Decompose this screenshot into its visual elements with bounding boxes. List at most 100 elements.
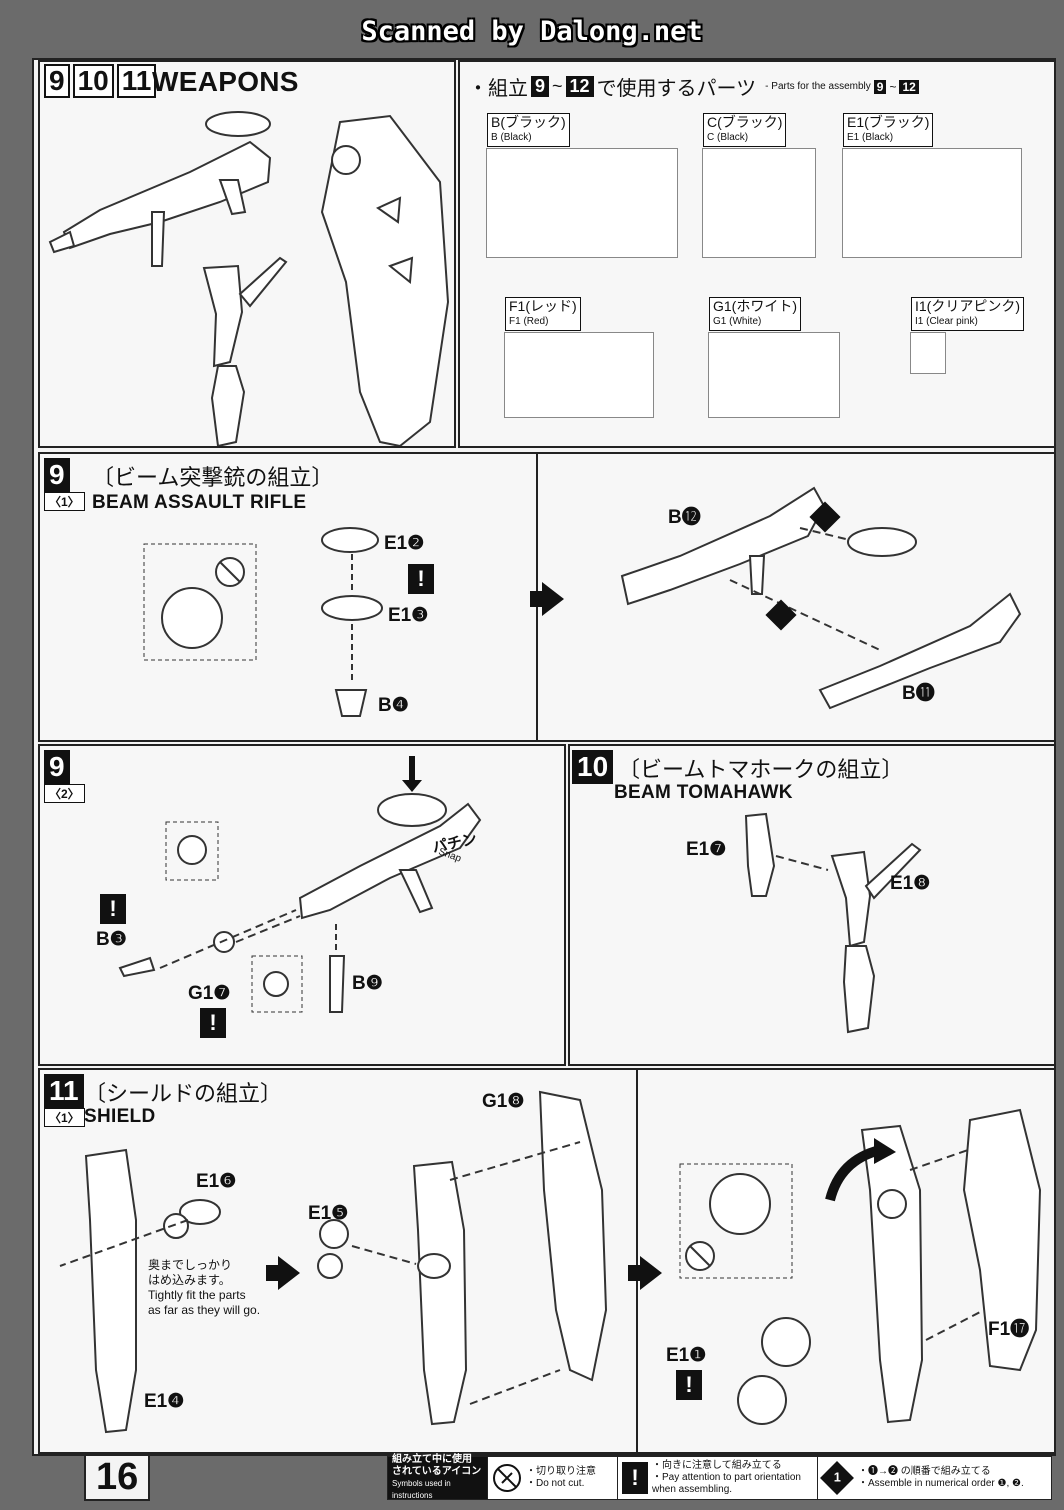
warning-icon: ! [100,894,126,924]
legend-text-en: ・Do not cut. [526,1478,585,1489]
step9-title-en: BEAM ASSAULT RIFLE [92,492,307,513]
parts-title-en: - Parts for the assembly [765,81,871,92]
legend-text-en: ・Assemble in numerical order ❶, ❷. [858,1478,1024,1489]
page-number: 16 [84,1456,151,1501]
legend-heading-jp: 組み立て中に使用 [392,1454,472,1465]
part-label: E1❹ [144,1391,185,1412]
part-label: E1❷ [384,533,425,554]
runner-label: C(ブラック) [707,114,783,130]
legend-text-jp: ・向きに注意して組み立てる [652,1460,782,1471]
runner-sublabel: C (Black) [707,132,749,143]
step-number: 9 [44,458,70,492]
part-label: E1❶ [666,1345,707,1366]
weapons-panel: 9 10 11 WEAPONS [38,60,456,448]
symbol-legend: 組み立て中に使用 されているアイコン Symbols used in instr… [387,1454,1052,1500]
runner-label: G1(ホワイト) [713,298,797,314]
note-en: as far as they will go. [148,1303,261,1317]
runner-b: B(ブラック) B (Black) [486,113,678,258]
part-label: B❾ [352,973,383,994]
no-cut-icon [493,1464,521,1492]
parts-list-title: ・組立 9 ~ 12 で使用するパーツ - Parts for the asse… [468,72,919,101]
step-arrow [266,1256,300,1290]
parts-list-panel: ・組立 9 ~ 12 で使用するパーツ - Parts for the asse… [458,60,1056,448]
footer: 16 組み立て中に使用 されているアイコン Symbols used in in… [32,1454,1056,1510]
legend-numerical-order: 1 ・❶→❷ の順番で組み立てる ・Assemble in numerical … [818,1457,1051,1499]
part-label: G1❽ [482,1091,525,1112]
runner-sublabel: G1 (White) [713,316,762,327]
part-label: E1❽ [890,873,931,894]
runner-label: I1(クリアピンク) [915,298,1020,314]
legend-heading-jp: されているアイコン [392,1466,482,1477]
step10-panel: 10 〔ビームトマホークの組立〕 BEAM TOMAHAWK E1❼ E1❽ [568,744,1056,1066]
step10-illustration [744,812,922,1034]
step11-1-panel: 11 〈1〉 〔シールドの組立〕 SHIELD [38,1068,1056,1454]
legend-text-en: when assembling. [652,1484,733,1495]
part-label: F1⓱ [988,1319,1030,1340]
warning-icon: ! [622,1462,648,1494]
step10-title-en: BEAM TOMAHAWK [614,782,793,803]
step10-title-jp: 〔ビームトマホークの組立〕 [618,758,904,783]
warning-icon: ! [676,1370,702,1400]
legend-orientation: ! ・向きに注意して組み立てる ・Pay attention to part o… [618,1457,818,1499]
substep-label: 〈1〉 [44,1108,85,1127]
step11-number: 11 [44,1074,84,1108]
note-jp: 奥までしっかり [148,1258,233,1272]
parts-range-end: 12 [565,76,594,97]
part-label: E1❺ [308,1203,349,1224]
step9-title-jp: 〔ビーム突撃銃の組立〕 [92,466,334,491]
parts-title-suffix: で使用するパーツ [596,76,757,100]
runner-i1: I1(クリアピンク)I1 (Clear pink) [910,297,1024,374]
step10-number: 10 [572,750,614,784]
rifle-illustration [48,111,450,446]
parts-range-tilde: ~ [552,76,563,96]
step-number: 10 [572,750,614,784]
legend-heading-en: Symbols used in instructions [392,1479,451,1500]
order-icon-number: 1 [833,1470,841,1485]
instruction-sheet: 9 10 11 WEAPONS [32,58,1056,1456]
scan-credit: Scanned by Dalong.net [361,15,703,47]
divider [636,1070,638,1452]
step11-title-jp: 〔シールドの組立〕 [84,1082,283,1107]
step9-2-illustration [118,756,482,1013]
legend-text-jp: ・❶→❷ の順番で組み立てる [858,1466,991,1477]
shield-illustration [320,114,450,446]
legend-text-en: ・Pay attention to part orientation [652,1472,801,1483]
part-label: G1❼ [188,983,231,1004]
substep-label: 〈2〉 [44,784,85,803]
step9-1-panel: 9 〈1〉 〔ビーム突撃銃の組立〕 BEAM ASSAULT RIFLE [38,452,1056,742]
step11-1-illustration [59,1090,1042,1434]
step-number: 11 [44,1074,84,1108]
step-arrow [530,582,564,616]
part-label: E1❼ [686,839,727,860]
substep-label: 〈1〉 [44,492,85,511]
part-label: B⓬ [668,507,701,528]
runner-g1: G1(ホワイト) G1 (White) [708,297,840,418]
runner-sublabel: F1 (Red) [509,316,549,327]
warning-icon: ! [200,1008,226,1038]
runner-f1: F1(レッド) F1 (Red) [504,297,654,418]
parts-range-start: 9 [531,76,550,97]
step9-2-number: 9 [44,750,70,784]
runner-label: B(ブラック) [491,114,566,130]
parts-range-tilde-en: ~ [889,79,897,94]
weapons-title: WEAPONS [152,66,299,97]
legend-do-not-cut: ・切り取り注意 ・Do not cut. [488,1457,618,1499]
step9-number: 9 [44,458,70,492]
part-label: B⓫ [902,683,935,704]
part-label: E1❻ [196,1171,237,1192]
part-label: E1❸ [388,605,429,626]
runner-label: E1(ブラック) [847,114,930,130]
runner-label: F1(レッド) [509,298,577,314]
legend-heading: 組み立て中に使用 されているアイコン Symbols used in instr… [388,1454,488,1500]
fit-note: 奥までしっかり はめ込みます。 Tightly fit the parts as… [148,1258,260,1318]
warning-icon: ! [408,564,434,594]
step9-1-illustration [143,486,1022,717]
step-number: 10 [72,64,114,98]
parts-title-jp: ・組立 [468,76,528,100]
note-en: Tightly fit the parts [148,1288,246,1302]
runner-sublabel: B (Black) [491,132,532,143]
step-number: 11 [116,64,157,98]
step9-2-panel: 9 〈2〉 パチン Snap ! B❸ G1❼ ! [38,744,566,1066]
step-number: 9 [44,64,70,98]
order-icon: 1 [820,1461,854,1495]
